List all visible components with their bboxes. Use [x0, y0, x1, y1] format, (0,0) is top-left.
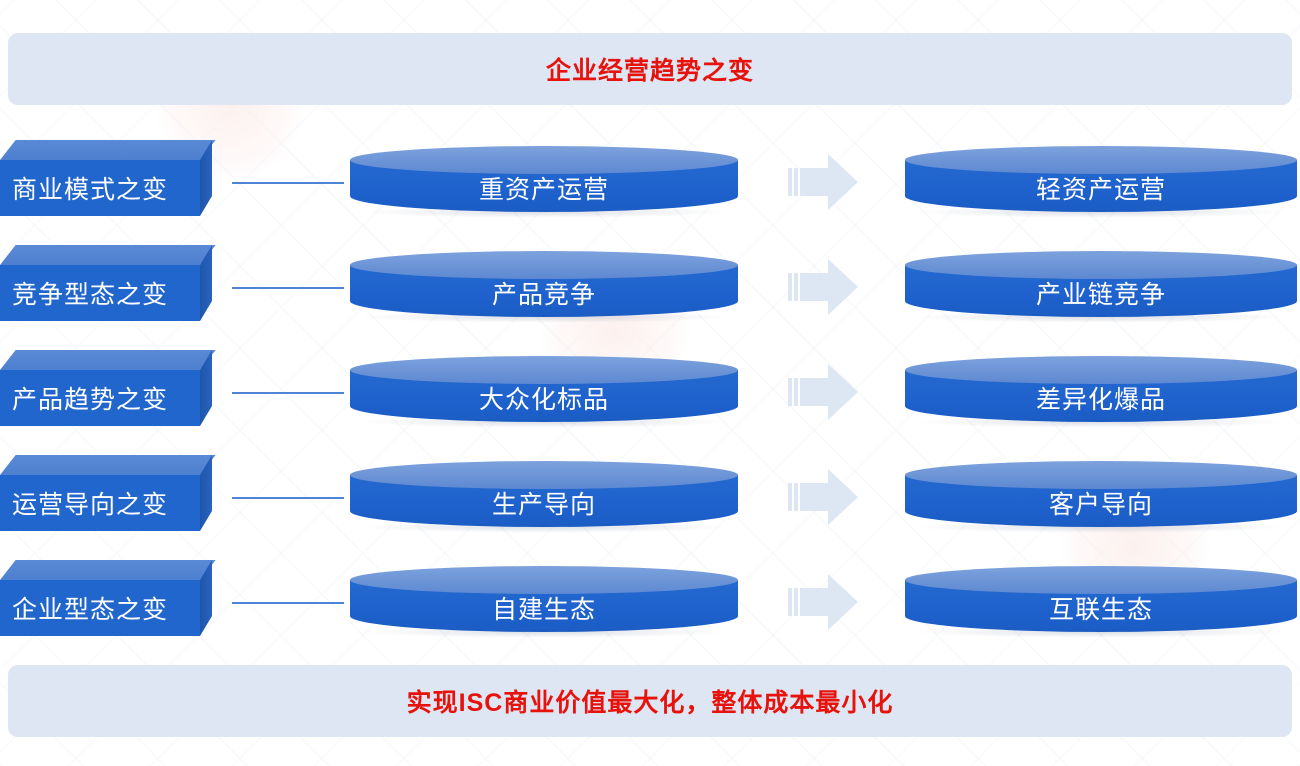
- summary-text: 实现ISC商业价值最大化，整体成本最小化: [406, 689, 894, 717]
- arrow-head: [828, 574, 858, 630]
- connector-line-3: [232, 392, 344, 394]
- box-top-face: [0, 140, 216, 160]
- category-box-2[interactable]: 竞争型态之变: [0, 245, 216, 321]
- category-label-5: 企业型态之变: [12, 596, 169, 624]
- arrow-shaft: [800, 483, 830, 511]
- box-top-face: [0, 455, 216, 475]
- page-title: 企业经营趋势之变: [545, 57, 754, 85]
- title-banner: 企业经营趋势之变: [8, 33, 1292, 105]
- right-arrow-icon-5: [786, 574, 858, 630]
- box-side-face: [200, 245, 212, 321]
- arrow-tail-stripe: [794, 483, 798, 511]
- arrow-tail-stripe: [788, 588, 792, 616]
- from-cylinder-4[interactable]: 生产导向: [350, 461, 738, 533]
- category-box-1[interactable]: 商业模式之变: [0, 140, 216, 216]
- from-cylinder-1[interactable]: 重资产运营: [350, 146, 738, 218]
- category-label-4: 运营导向之变: [12, 491, 169, 519]
- cylinder-cap: [350, 356, 738, 384]
- from-label-5: 自建生态: [491, 596, 596, 624]
- connector-line-1: [232, 182, 344, 184]
- box-front-face: 企业型态之变: [0, 580, 200, 636]
- arrow-tail-stripe: [788, 273, 792, 301]
- from-cylinder-3[interactable]: 大众化标品: [350, 356, 738, 428]
- category-box-4[interactable]: 运营导向之变: [0, 455, 216, 531]
- connector-line-5: [232, 602, 344, 604]
- arrow-shaft: [800, 273, 830, 301]
- summary-banner: 实现ISC商业价值最大化，整体成本最小化: [8, 665, 1292, 737]
- category-box-3[interactable]: 产品趋势之变: [0, 350, 216, 426]
- arrow-head: [828, 469, 858, 525]
- box-front-face: 运营导向之变: [0, 475, 200, 531]
- arrow-head: [828, 259, 858, 315]
- cylinder-cap: [350, 566, 738, 594]
- right-arrow-icon-2: [786, 259, 858, 315]
- cylinder-cap: [905, 566, 1297, 594]
- right-arrow-icon-1: [786, 154, 858, 210]
- from-label-4: 生产导向: [491, 491, 596, 519]
- arrow-tail-stripe: [788, 378, 792, 406]
- from-label-1: 重资产运营: [478, 176, 609, 204]
- cylinder-cap: [905, 146, 1297, 174]
- box-side-face: [200, 560, 212, 636]
- cylinder-cap: [905, 356, 1297, 384]
- from-label-2: 产品竞争: [491, 281, 596, 309]
- connector-line-4: [232, 497, 344, 499]
- category-label-2: 竞争型态之变: [12, 281, 169, 309]
- to-label-3: 差异化爆品: [1035, 386, 1166, 414]
- arrow-shaft: [800, 378, 830, 406]
- box-top-face: [0, 350, 216, 370]
- category-label-1: 商业模式之变: [12, 176, 169, 204]
- to-label-4: 客户导向: [1048, 491, 1153, 519]
- box-top-face: [0, 245, 216, 265]
- cylinder-cap: [350, 461, 738, 489]
- from-cylinder-5[interactable]: 自建生态: [350, 566, 738, 638]
- arrow-shaft: [800, 168, 830, 196]
- to-label-1: 轻资产运营: [1035, 176, 1166, 204]
- box-front-face: 产品趋势之变: [0, 370, 200, 426]
- arrow-tail-stripe: [794, 588, 798, 616]
- right-arrow-icon-4: [786, 469, 858, 525]
- box-side-face: [200, 140, 212, 216]
- box-side-face: [200, 350, 212, 426]
- box-front-face: 商业模式之变: [0, 160, 200, 216]
- box-side-face: [200, 455, 212, 531]
- from-cylinder-2[interactable]: 产品竞争: [350, 251, 738, 323]
- to-label-2: 产业链竞争: [1035, 281, 1166, 309]
- cylinder-cap: [350, 146, 738, 174]
- arrow-tail-stripe: [794, 378, 798, 406]
- arrow-tail-stripe: [788, 168, 792, 196]
- category-box-5[interactable]: 企业型态之变: [0, 560, 216, 636]
- arrow-shaft: [800, 588, 830, 616]
- box-front-face: 竞争型态之变: [0, 265, 200, 321]
- to-cylinder-1[interactable]: 轻资产运营: [905, 146, 1297, 218]
- connector-line-2: [232, 287, 344, 289]
- arrow-head: [828, 364, 858, 420]
- category-label-3: 产品趋势之变: [12, 386, 169, 414]
- cylinder-cap: [350, 251, 738, 279]
- right-arrow-icon-3: [786, 364, 858, 420]
- from-label-3: 大众化标品: [478, 386, 609, 414]
- to-label-5: 互联生态: [1048, 596, 1153, 624]
- to-cylinder-2[interactable]: 产业链竞争: [905, 251, 1297, 323]
- arrow-head: [828, 154, 858, 210]
- to-cylinder-5[interactable]: 互联生态: [905, 566, 1297, 638]
- box-top-face: [0, 560, 216, 580]
- arrow-tail-stripe: [794, 273, 798, 301]
- to-cylinder-3[interactable]: 差异化爆品: [905, 356, 1297, 428]
- cylinder-cap: [905, 251, 1297, 279]
- arrow-tail-stripe: [794, 168, 798, 196]
- to-cylinder-4[interactable]: 客户导向: [905, 461, 1297, 533]
- cylinder-cap: [905, 461, 1297, 489]
- arrow-tail-stripe: [788, 483, 792, 511]
